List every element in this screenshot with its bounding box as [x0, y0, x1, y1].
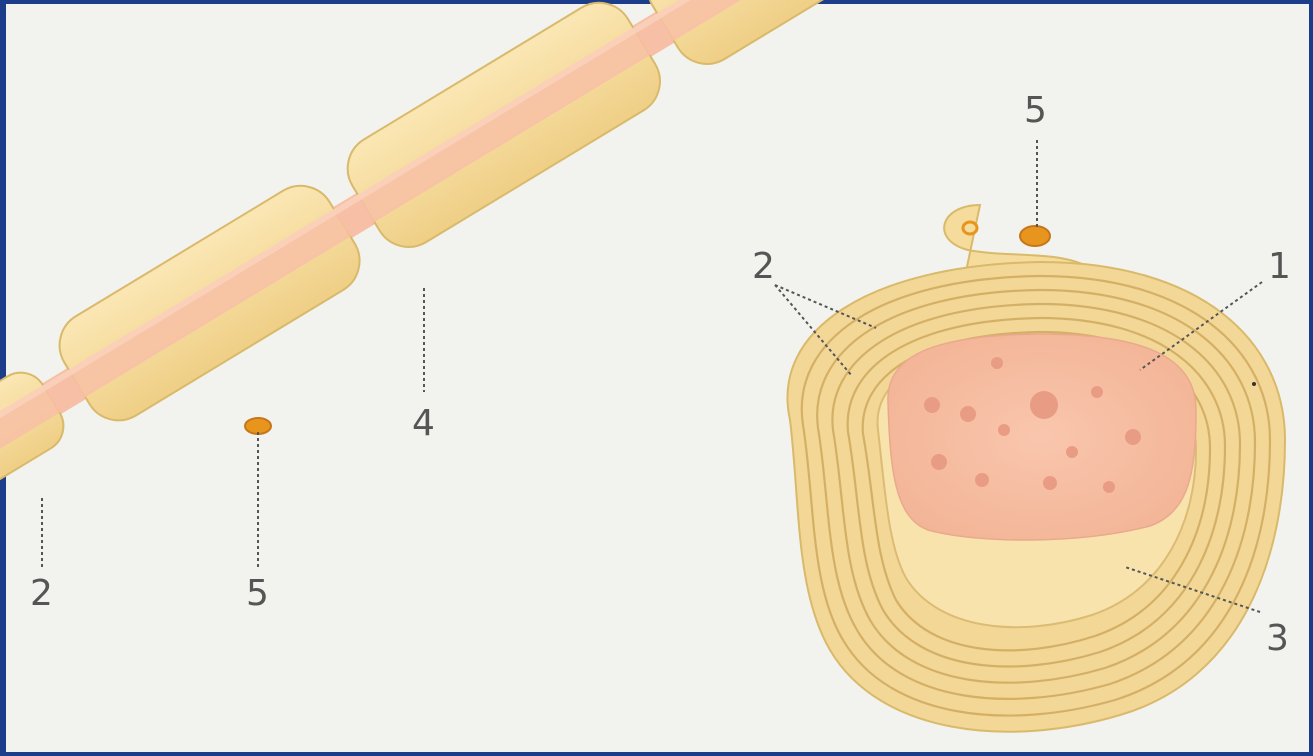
label-nucleus-left: 5 — [246, 573, 269, 614]
small-granule — [963, 222, 977, 234]
label-axon: 1 — [1268, 246, 1291, 287]
axon-cross-section — [888, 334, 1196, 540]
schwann-nucleus-longitudinal — [245, 418, 271, 434]
schwann-nucleus-cross — [1020, 226, 1050, 246]
speck — [1252, 382, 1256, 386]
label-node-of-ranvier: 4 — [412, 403, 435, 444]
label-cytoplasm: 3 — [1266, 618, 1289, 659]
label-myelin-right: 2 — [752, 246, 775, 287]
label-nucleus-right: 5 — [1024, 90, 1047, 131]
label-myelin-left: 2 — [30, 573, 53, 614]
